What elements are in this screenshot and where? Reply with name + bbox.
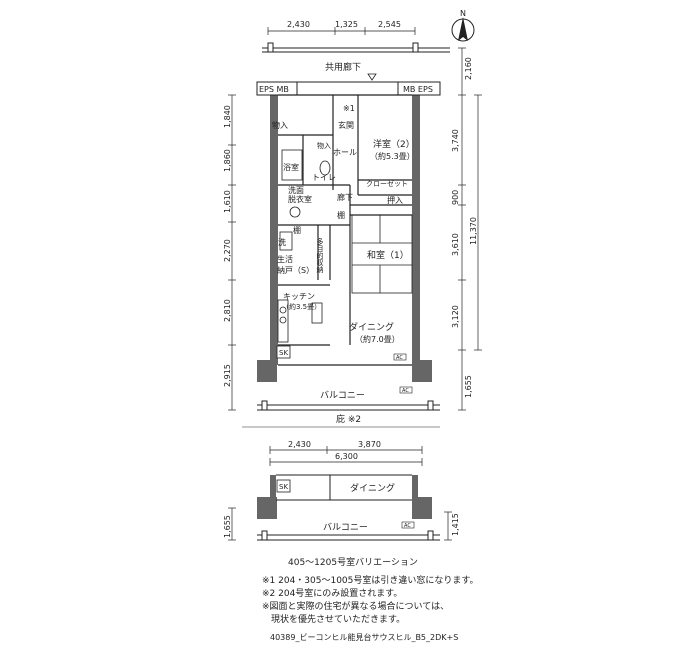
right-dim-4: 3,610 <box>451 233 460 256</box>
sub-side-dims <box>228 507 452 541</box>
footer-code: 40389_ビーコンヒル能見台サウスヒル_B5_2DK+S <box>270 633 459 642</box>
right-dim-3: 900 <box>451 190 460 205</box>
balcony-label: バルコニー <box>320 390 365 401</box>
label-wash: 洗 <box>278 237 286 247</box>
label-oshiire: 押入 <box>387 195 403 205</box>
sub-ac-icon <box>401 521 415 529</box>
ac-label-dining: AC <box>396 355 403 361</box>
ac-icon-balcony <box>399 386 413 394</box>
top-dim-3: 2,545 <box>378 20 401 29</box>
right-dim-6: 1,655 <box>464 375 473 398</box>
label-multi-storage: 多目的収納 <box>316 237 324 274</box>
label-dining: ダイニング <box>349 321 394 333</box>
label-storage-2: 物入 <box>317 141 331 150</box>
kitchen-counter <box>277 299 323 343</box>
left-dim-6: 2,915 <box>223 364 232 387</box>
mb-eps-right <box>397 81 441 96</box>
left-dim-4: 2,270 <box>223 239 232 262</box>
label-shelf-1: 棚 <box>337 210 345 220</box>
sub-sk-box <box>276 479 291 493</box>
note-4: 現状を優先させていただきます。 <box>262 615 406 625</box>
sub-dim-1: 2,430 <box>288 440 311 449</box>
right-dimension-line <box>458 47 482 411</box>
sub-dining-label: ダイニング <box>350 482 395 494</box>
entry-marker-icon <box>367 73 377 81</box>
label-hall: ホール <box>333 148 357 157</box>
sub-walls <box>257 474 440 541</box>
sub-dimension-line <box>269 446 423 466</box>
sub-dim-right: 1,415 <box>451 513 460 536</box>
label-star1: ※1 <box>343 104 355 113</box>
eps-mb-left <box>256 81 298 96</box>
top-dimension-line <box>267 27 416 35</box>
north-arrow-icon: N <box>451 9 475 42</box>
sub-balcony-label: バルコニー <box>323 522 368 533</box>
bathtub-icon <box>281 149 303 181</box>
label-entrance: 玄関 <box>338 120 354 130</box>
sink-icon <box>289 206 301 218</box>
label-washroom-2: 脱衣室 <box>288 194 312 204</box>
note-1: ※1 204・305〜1005号室は引き違い窓になります。 <box>262 576 479 586</box>
label-dining-size: （約7.0畳） <box>355 334 400 344</box>
sub-dim-total: 6,300 <box>335 452 358 461</box>
toilet-icon <box>319 160 331 176</box>
left-dim-2: 1,860 <box>223 149 232 172</box>
top-dim-1: 2,430 <box>287 20 310 29</box>
sk-box <box>276 345 291 359</box>
sub-dim-2: 3,870 <box>358 440 381 449</box>
tatami-room <box>351 214 413 294</box>
label-storage-1: 物入 <box>272 120 288 130</box>
right-dim-total: 11,370 <box>469 217 478 245</box>
sub-sk-label: SK <box>279 483 288 491</box>
label-kitchen: キッチン <box>283 292 315 301</box>
label-toilet: トイレ <box>312 173 336 182</box>
eps-mb-left-label: EPS MB <box>259 85 289 94</box>
note-3: ※図面と実際の住宅が異なる場合については、 <box>262 602 450 612</box>
balcony <box>257 400 440 411</box>
right-dim-5: 3,120 <box>451 305 460 328</box>
ac-label-balcony: AC <box>402 388 409 394</box>
label-western-room: 洋室（2） <box>373 138 415 150</box>
sub-ac-label: AC <box>404 523 411 529</box>
left-dimension-line <box>228 94 236 411</box>
right-dim-2: 3,740 <box>451 129 460 152</box>
corridor-label: 共用廊下 <box>325 61 361 73</box>
label-bath: 浴室 <box>283 162 299 172</box>
sub-dim-left: 1,655 <box>223 515 232 538</box>
label-washroom-1: 洗面 <box>288 185 304 195</box>
mb-eps-right-label: MB EPS <box>403 85 433 94</box>
left-dim-3: 1,610 <box>223 190 232 213</box>
sk-label: SK <box>279 349 288 357</box>
top-dim-2: 1,325 <box>335 20 358 29</box>
corridor-wall <box>262 42 450 53</box>
note-2: ※2 204号室にのみ設置されます。 <box>262 589 403 599</box>
label-living-storage-2: 納戸（S） <box>277 265 314 275</box>
washing-machine-icon <box>279 231 293 251</box>
right-dim-1: 2,160 <box>464 57 473 80</box>
label-japanese-room: 和室（1） <box>367 249 409 261</box>
ac-icon-dining <box>393 353 407 361</box>
left-dim-5: 2,810 <box>223 299 232 322</box>
left-dim-1: 1,840 <box>223 105 232 128</box>
north-label: N <box>460 9 466 18</box>
label-closet: クローゼット <box>366 179 408 188</box>
label-living-storage-1: 生活 <box>277 254 293 264</box>
variation-caption: 405〜1205号室バリエーション <box>288 558 418 568</box>
label-shelf-2: 棚 <box>293 225 301 235</box>
eaves-label: 庇 ※2 <box>336 413 361 425</box>
label-kitchen-size: （約3.5畳） <box>282 302 321 311</box>
label-western-size: （約5.3畳） <box>370 151 415 161</box>
label-hallway: 廊下 <box>337 192 353 202</box>
